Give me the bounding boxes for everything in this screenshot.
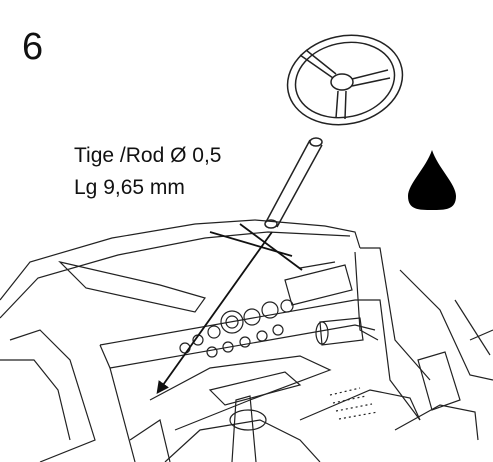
oil-drop-icon: [408, 150, 456, 210]
rod-length-label: Lg 9,65 mm: [74, 176, 185, 199]
rod-spec-label: Tige /Rod Ø 0,5: [74, 144, 222, 167]
part-callout: Tige /Rod Ø 0,5 Lg 9,65 mm: [74, 140, 221, 204]
pointer-lines: [156, 223, 303, 395]
step-number: 6: [22, 26, 44, 68]
steering-wheel-icon: [286, 34, 404, 126]
vehicle-body: [0, 219, 493, 462]
rod-part: [264, 137, 323, 229]
